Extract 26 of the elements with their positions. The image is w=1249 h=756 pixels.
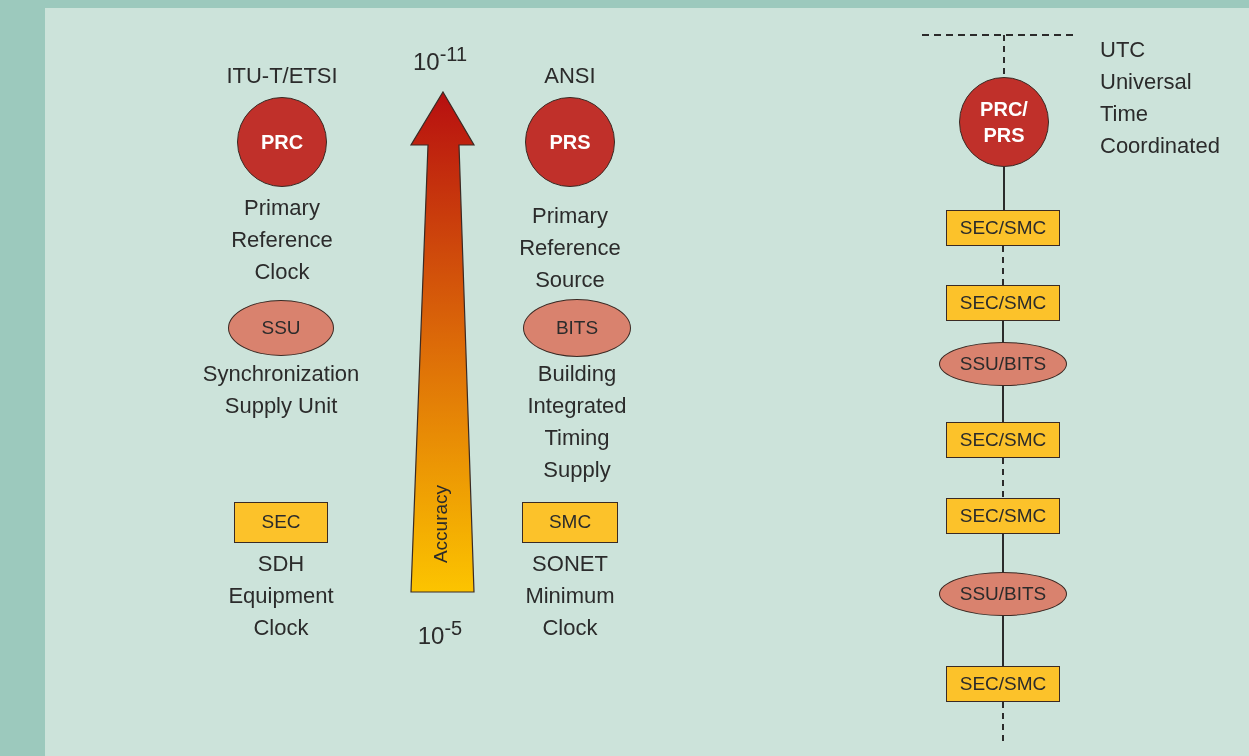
connector-line: [1003, 166, 1005, 211]
clock-box: SEC/SMC: [946, 666, 1060, 702]
clock-box: SEC: [234, 501, 328, 543]
connector-line: [1002, 385, 1004, 423]
dashed-line: [1002, 457, 1004, 499]
connector-line: [1002, 320, 1004, 343]
clock-box: SEC/SMC: [946, 285, 1060, 321]
connector-line: [1002, 615, 1004, 667]
standard-heading: ANSI: [543, 62, 597, 90]
clock-box: SMC: [522, 501, 618, 543]
standard-heading: ITU-T/ETSI: [225, 62, 339, 90]
clock-box: SEC/SMC: [946, 422, 1060, 458]
clock-box: SEC/SMC: [946, 498, 1060, 534]
axis-label: Accuracy: [429, 483, 452, 566]
node-label: Primary Reference Source: [518, 202, 622, 294]
connector-line: [1002, 533, 1004, 573]
node-label: Synchronization Supply Unit: [201, 360, 361, 420]
node-label: Primary Reference Clock: [230, 194, 334, 286]
node-label: Building Integrated Timing Supply: [526, 360, 628, 484]
dashed-line: [1002, 245, 1004, 286]
clock-box: SEC/SMC: [946, 210, 1060, 246]
accuracy-value: 10$^{-11}$: [411, 42, 469, 77]
reference-note: UTC Universal Time Coordinated: [1100, 36, 1221, 160]
accuracy-value: 10$^{-5}$: [416, 616, 464, 651]
node-label: SONET Minimum Clock: [524, 550, 616, 642]
node-label: SDH Equipment Clock: [227, 550, 335, 642]
